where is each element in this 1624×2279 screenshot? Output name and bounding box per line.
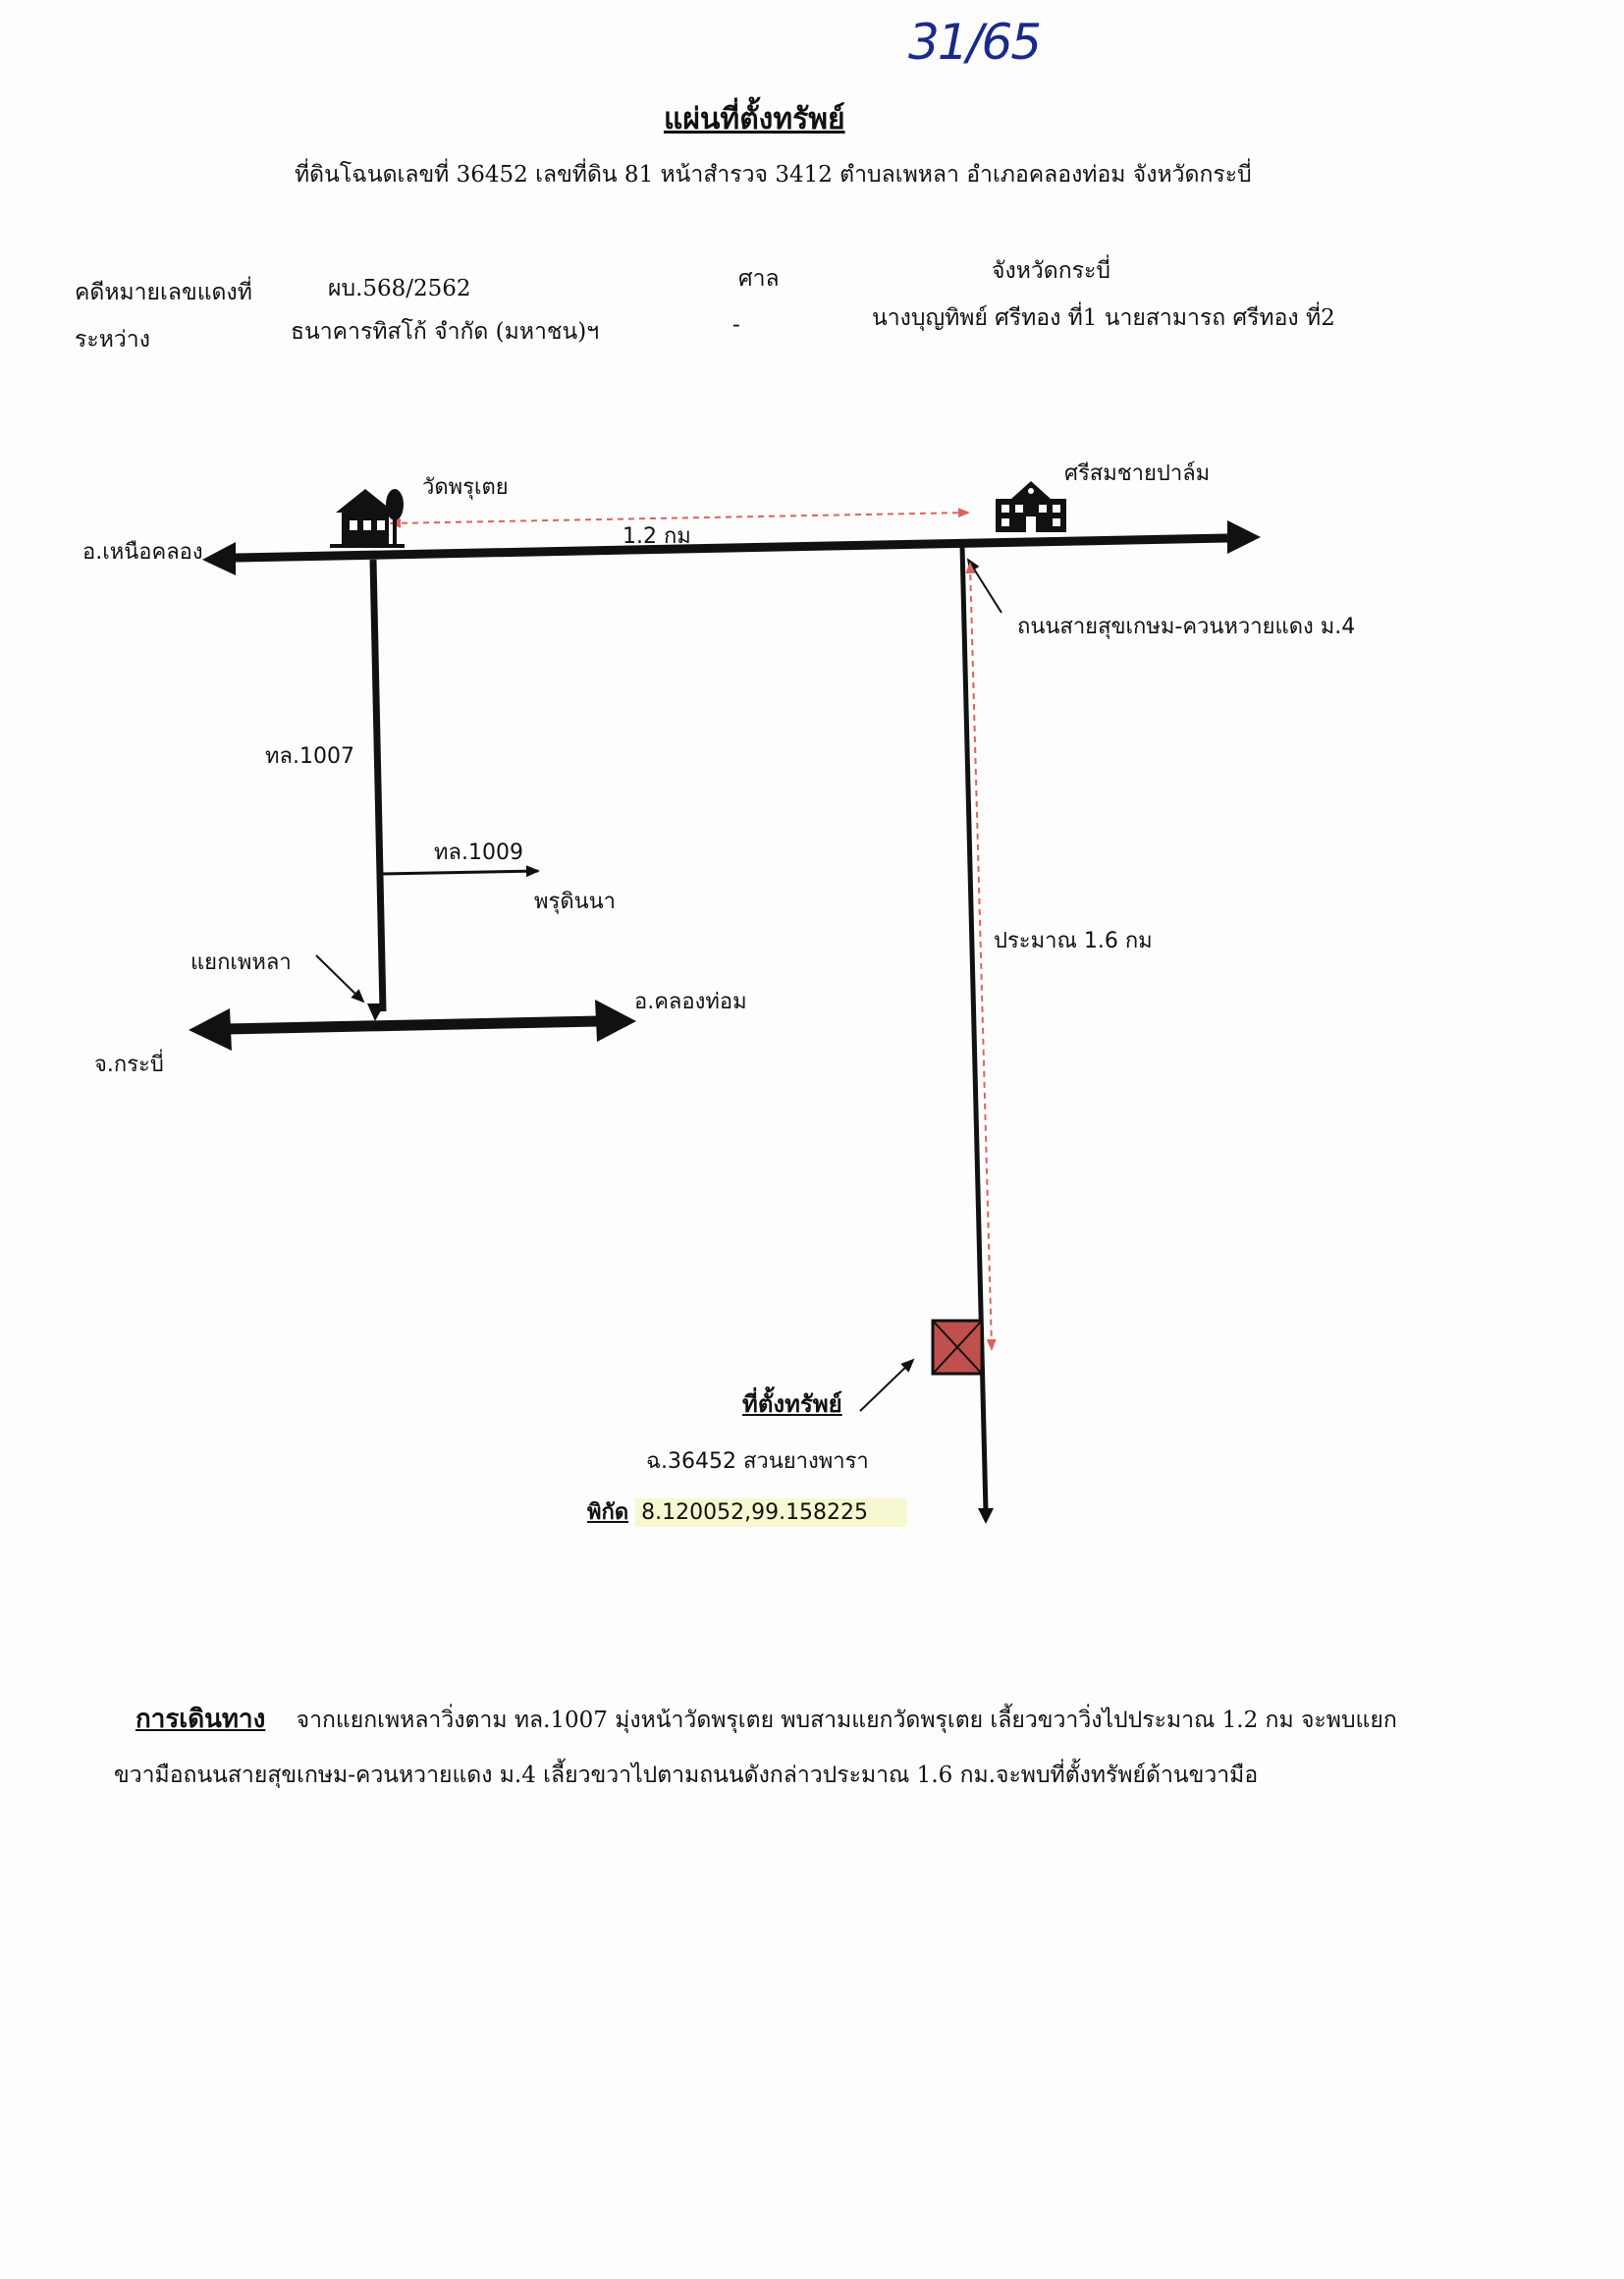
directions-text-1: จากแยกเพหลาวิ่งตาม ทล.1007 มุ่งหน้าวัดพร… <box>296 1708 1397 1733</box>
label-klongthom: อ.คลองท่อม <box>634 990 747 1014</box>
coord-value: 8.120052,99.158225 <box>635 1498 908 1527</box>
junction-pointer <box>315 954 365 1004</box>
label-west-end: อ.เหนือคลอง <box>82 540 203 565</box>
label-distance-top: 1.2 กม <box>623 524 691 549</box>
coord-label: พิกัด <box>587 1500 629 1525</box>
party-separator: - <box>732 312 740 338</box>
temple-icon <box>330 489 405 548</box>
directions-label: การเดินทาง <box>135 1705 266 1734</box>
page-title: แผ่นที่ตั้งทรัพย์ <box>664 102 845 136</box>
handwritten-page-number: 31/65 <box>908 14 1042 71</box>
label-road-1009: ทล.1009 <box>434 841 523 865</box>
label-temple: วัดพรุเตย <box>422 475 509 500</box>
road-1007 <box>367 559 387 1021</box>
court-name: จังหวัดกระบี่ <box>992 258 1110 284</box>
label-road-1007: ทล.1007 <box>265 744 354 769</box>
property-pointer <box>859 1358 915 1412</box>
label-deed: ฉ.36452 สวนยางพารา <box>646 1449 869 1474</box>
label-distance-right: ประมาณ 1.6 กม <box>994 929 1153 953</box>
school-icon <box>996 481 1066 532</box>
road-right-pointer <box>966 558 1002 614</box>
distance-right-line <box>965 562 997 1351</box>
road-right <box>959 545 994 1524</box>
road-1009 <box>380 865 540 878</box>
property-marker <box>931 1319 984 1376</box>
directions-line-2: ขวามือถนนสายสุขเกษม-ควนหวายแดง ม.4 เลี้ย… <box>114 1763 1259 1788</box>
defendants: นางบุญทิพย์ ศรีทอง ที่1 นายสามารถ ศรีทอง… <box>872 305 1335 331</box>
plaintiff: ธนาคารทิสโก้ จำกัด (มหาชน)ฯ <box>291 319 600 345</box>
case-number: ผบ.568/2562 <box>328 276 471 301</box>
road-top <box>202 520 1261 575</box>
label-road-right: ถนนสายสุขเกษม-ควนหวายแดง ม.4 <box>1017 615 1356 639</box>
label-school: ศรีสมชายปาล์ม <box>1064 461 1211 486</box>
court-label: ศาล <box>738 266 780 292</box>
page-subtitle: ที่ดินโฉนดเลขที่ 36452 เลขที่ดิน 81 หน้า… <box>295 162 1252 188</box>
directions-line-1: การเดินทาง จากแยกเพหลาวิ่งตาม ทล.1007 มุ… <box>135 1699 1397 1739</box>
case-label: คดีหมายเลขแดงที่ <box>75 280 252 305</box>
road-bottom <box>189 1000 636 1051</box>
label-prudinna: พรุดินนา <box>534 890 617 914</box>
between-label: ระหว่าง <box>75 327 150 353</box>
label-krabi: จ.กระบี่ <box>94 1053 164 1077</box>
coordinates-line: พิกัด 8.120052,99.158225 <box>587 1494 908 1529</box>
label-property: ที่ตั้งทรัพย์ <box>742 1390 842 1418</box>
label-junction: แยกเพหลา <box>190 950 292 975</box>
